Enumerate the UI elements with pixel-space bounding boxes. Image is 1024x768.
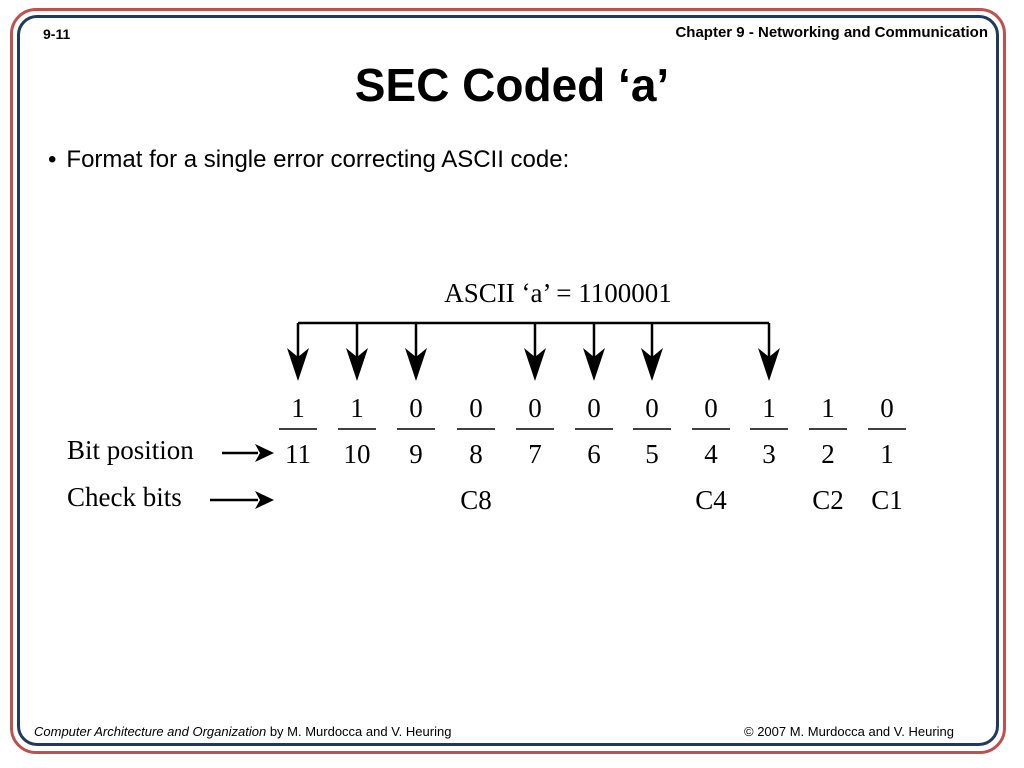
bit-column: 06 xyxy=(575,393,613,469)
bit-value: 1 xyxy=(762,393,776,423)
bit-column: 0 1C1 xyxy=(868,393,906,515)
bit-position-arrow xyxy=(222,444,274,462)
slide-number: 9-11 xyxy=(43,26,71,42)
ascii-bracket xyxy=(287,321,780,381)
book-title: Computer Architecture and Organization xyxy=(34,724,267,739)
bit-value: 0 xyxy=(528,393,542,423)
bit-value: 1 xyxy=(821,393,835,423)
down-arrow xyxy=(524,323,546,381)
bit-position: 11 xyxy=(285,439,311,469)
bit-value: 1 xyxy=(291,393,305,423)
bit-position: 9 xyxy=(409,439,423,469)
bit-value: 0 xyxy=(409,393,423,423)
chapter-title: Chapter 9 - Networking and Communication xyxy=(675,24,988,41)
bit-position: 6 xyxy=(587,439,601,469)
bit-value: 0 xyxy=(704,393,718,423)
bit-value: 0 xyxy=(645,393,659,423)
bit-value: 0 xyxy=(880,393,894,423)
bit-position: 3 xyxy=(762,439,776,469)
bit-position: 8 xyxy=(469,439,483,469)
bit-value: 0 xyxy=(469,393,483,423)
slide-title: SEC Coded ‘a’ xyxy=(354,59,670,111)
bit-position: 4 xyxy=(704,439,718,469)
bit-column: 05 xyxy=(633,393,671,469)
bit-position-label: Bit position xyxy=(67,435,194,465)
bit-column: 0 8C8 xyxy=(457,393,495,515)
bullet-text: Format for a single error correcting ASC… xyxy=(66,146,570,173)
bullet-dot: • xyxy=(48,146,57,173)
book-authors: by M. Murdocca and V. Heuring xyxy=(266,724,452,739)
down-arrow xyxy=(583,323,605,381)
bit-position: 10 xyxy=(344,439,371,469)
bit-column: 0 4C4 xyxy=(692,393,730,515)
down-arrow xyxy=(405,323,427,381)
inner-border xyxy=(17,15,999,746)
bit-position: 5 xyxy=(645,439,659,469)
check-bits-arrow xyxy=(210,491,274,509)
footer-book: Computer Architecture and Organization b… xyxy=(34,724,451,739)
bit-column: 1 2C2 xyxy=(809,393,847,515)
check-bit-label: C4 xyxy=(695,485,727,515)
check-bit-label: C8 xyxy=(460,485,492,515)
bit-column: 07 xyxy=(516,393,554,469)
bit-column: 09 xyxy=(397,393,435,469)
down-arrow xyxy=(346,323,368,381)
down-arrow xyxy=(641,323,663,381)
bit-column: 1 10 xyxy=(338,393,376,469)
outer-border xyxy=(10,8,1006,754)
down-arrow xyxy=(287,323,309,381)
down-arrow xyxy=(758,323,780,381)
bit-position: 7 xyxy=(528,439,542,469)
bullet-item: • Format for a single error correcting AS… xyxy=(48,146,569,174)
check-bit-label: C2 xyxy=(812,485,844,515)
footer-copyright: © 2007 M. Murdocca and V. Heuring xyxy=(744,724,954,739)
bit-column: 13 xyxy=(750,393,788,469)
ascii-label: ASCII ‘a’ = 1100001 xyxy=(444,278,671,308)
bit-column: 111 xyxy=(279,393,317,469)
check-bits-label: Check bits xyxy=(67,482,182,512)
check-bit-label: C1 xyxy=(871,485,903,515)
bit-position: 2 xyxy=(821,439,835,469)
bit-value: 1 xyxy=(350,393,364,423)
bit-value: 0 xyxy=(587,393,601,423)
bit-position: 1 xyxy=(880,439,894,469)
